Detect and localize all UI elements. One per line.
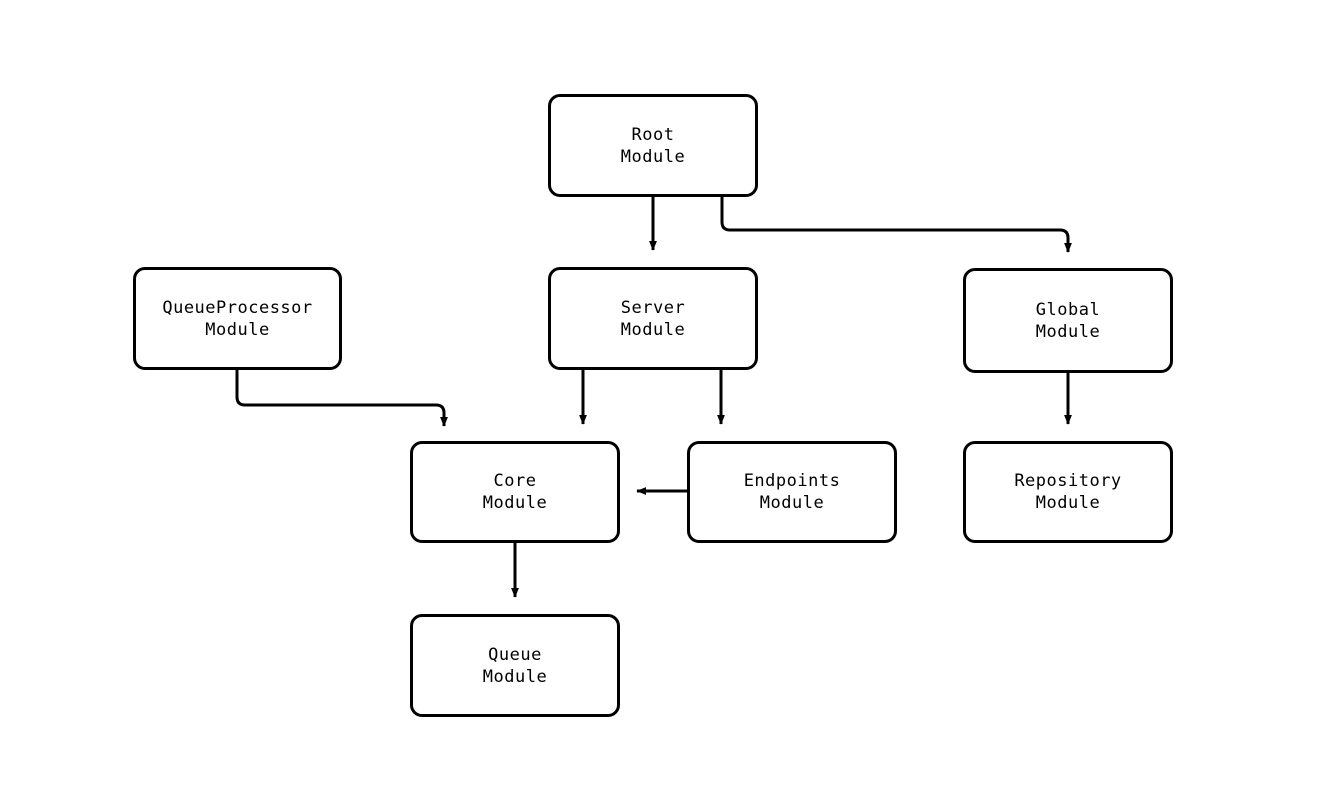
- node-queue-module-line1: Queue: [488, 644, 542, 665]
- edge-queueprocessor-to-core: [235, 370, 448, 427]
- node-endpoints-module-line2: Module: [759, 493, 825, 513]
- node-queueprocessor-module-line2: Module: [205, 319, 270, 340]
- node-repository-module-line1: Repository: [1014, 471, 1122, 491]
- node-core-module[interactable]: Core Module: [410, 441, 620, 543]
- node-repository-module-line2: Module: [1035, 493, 1101, 513]
- node-queue-module-line2: Module: [482, 666, 548, 687]
- node-endpoints-module-line1: Endpoints: [743, 471, 841, 491]
- node-queueprocessor-module[interactable]: QueueProcessor Module: [133, 267, 342, 370]
- node-root-module-line2: Module: [620, 146, 686, 167]
- node-server-module-line1: Server: [620, 297, 686, 318]
- edge-root-to-global: [720, 197, 1072, 253]
- node-endpoints-module[interactable]: Endpoints Module: [687, 441, 897, 543]
- node-root-module[interactable]: Root Module: [548, 94, 758, 197]
- node-global-module-line1: Global: [1035, 299, 1101, 320]
- node-global-module[interactable]: Global Module: [963, 268, 1173, 373]
- node-server-module[interactable]: Server Module: [548, 267, 758, 370]
- node-root-module-line1: Root: [631, 124, 675, 145]
- node-queue-module[interactable]: Queue Module: [410, 614, 620, 717]
- node-repository-module[interactable]: Repository Module: [963, 441, 1173, 543]
- node-queueprocessor-module-line1: QueueProcessor: [162, 297, 313, 318]
- node-server-module-line2: Module: [620, 319, 686, 340]
- node-core-module-line2: Module: [482, 493, 548, 513]
- node-core-module-line1: Core: [493, 471, 537, 491]
- node-global-module-line2: Module: [1035, 321, 1101, 342]
